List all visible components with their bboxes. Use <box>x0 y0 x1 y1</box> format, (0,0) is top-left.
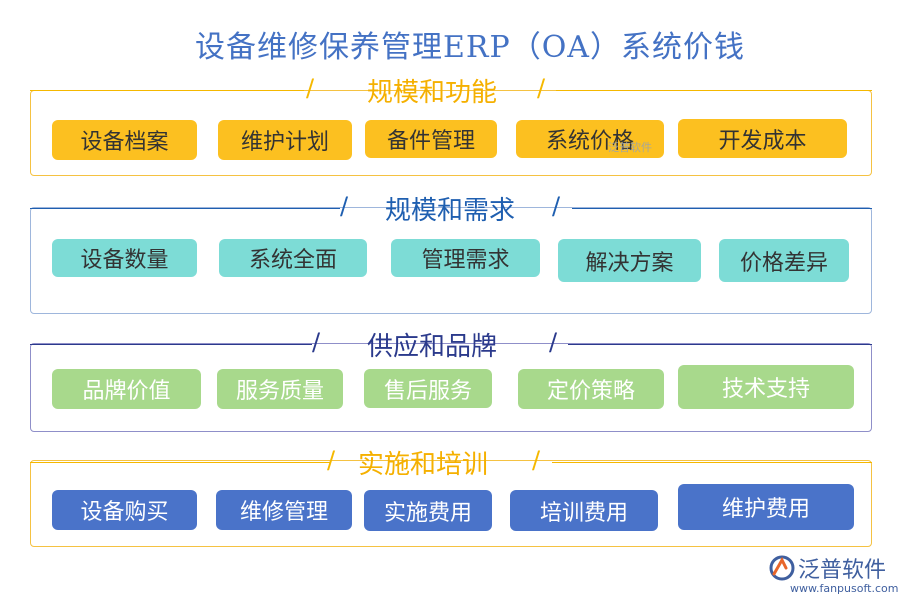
item-box: 解决方案 <box>558 239 701 282</box>
section-heading: 规模和需求 <box>385 196 516 226</box>
item-box: 备件管理 <box>365 120 497 158</box>
header-right-slash: / <box>532 446 541 474</box>
item-box: 系统价格 <box>516 120 664 158</box>
header-right-line <box>572 208 872 209</box>
logo-url-text: www.fanpusoft.com <box>790 582 899 595</box>
header-left-slash: / <box>340 192 349 220</box>
fanpu-logo: 泛普软件 www.fanpusoft.com <box>768 552 898 598</box>
header-left-slash: / <box>327 446 336 474</box>
section-header-scale-function: / 规模和功能 / <box>0 72 900 108</box>
header-right-line <box>568 344 872 345</box>
header-right-slash: / <box>549 328 558 356</box>
item-box: 实施费用 <box>364 490 492 531</box>
page-title: 设备维修保养管理ERP（OA）系统价钱 <box>195 30 745 65</box>
section-header-scale-demand: / 规模和需求 / <box>0 190 900 226</box>
header-right-slash: / <box>552 192 561 220</box>
watermark: 泛普软件 <box>608 141 652 154</box>
logo-brand-text: 泛普软件 <box>798 558 887 583</box>
item-box: 技术支持 <box>678 365 854 409</box>
section-panel-scale-demand <box>30 207 872 314</box>
section-panel-supply-brand <box>30 343 872 432</box>
section-heading: 供应和品牌 <box>367 332 498 362</box>
item-box: 售后服务 <box>364 369 492 408</box>
item-box: 管理需求 <box>391 239 540 277</box>
header-left-slash: / <box>312 328 321 356</box>
section-heading: 实施和培训 <box>358 450 489 480</box>
section-heading: 规模和功能 <box>367 78 498 108</box>
section-header-supply-brand: / 供应和品牌 / <box>0 326 900 362</box>
item-box: 设备数量 <box>52 239 197 277</box>
item-box: 维护计划 <box>218 120 352 160</box>
section-panel-scale-function <box>30 90 872 176</box>
header-right-line <box>552 462 872 463</box>
item-box: 维修管理 <box>216 490 352 530</box>
item-box: 开发成本 <box>678 119 847 158</box>
item-box: 系统全面 <box>219 239 367 277</box>
item-box: 价格差异 <box>719 239 849 282</box>
header-left-line <box>30 90 304 91</box>
header-left-line <box>30 462 330 463</box>
section-header-implementation-training: / 实施和培训 / <box>0 444 900 480</box>
item-box: 维护费用 <box>678 484 854 530</box>
item-box: 服务质量 <box>217 369 343 409</box>
item-box: 培训费用 <box>510 490 658 531</box>
header-right-slash: / <box>537 74 546 102</box>
fanpu-logo-icon <box>769 555 795 581</box>
item-box: 设备购买 <box>52 490 197 530</box>
header-right-line <box>556 90 872 91</box>
header-left-line <box>30 344 312 345</box>
item-box: 设备档案 <box>52 120 197 160</box>
section-panel-implementation-training <box>30 460 872 547</box>
item-box: 定价策略 <box>518 369 664 409</box>
header-left-line <box>30 208 340 209</box>
header-left-slash: / <box>306 74 315 102</box>
item-box: 品牌价值 <box>52 369 201 409</box>
